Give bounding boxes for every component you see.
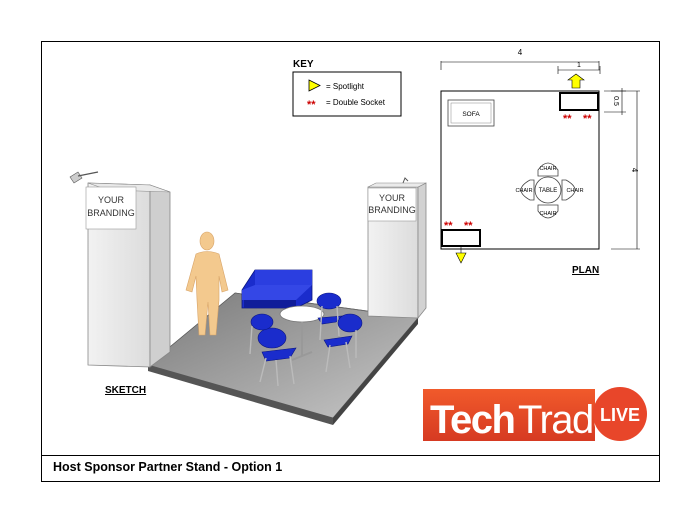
plan-width-dimension: 4 bbox=[518, 48, 523, 57]
logo-live: LIVE bbox=[600, 405, 640, 425]
right-branding-panel bbox=[367, 187, 417, 222]
plan-socket-top-right: ** bbox=[583, 113, 592, 125]
svg-text:CHAIR: CHAIR bbox=[539, 166, 556, 172]
chair bbox=[257, 327, 297, 387]
footer-divider bbox=[41, 455, 660, 456]
svg-text:SOFA: SOFA bbox=[462, 111, 480, 118]
techtrade-live-logo: Tech Trade LIVE bbox=[423, 387, 647, 442]
key-box: KEY = Spotlight ** = Double Socket bbox=[292, 59, 402, 117]
drawing-title: Host Sponsor Partner Stand - Option 1 bbox=[53, 460, 283, 474]
left-branding-line2: BRANDING bbox=[87, 208, 135, 218]
key-spotlight-label: = Spotlight bbox=[326, 82, 365, 91]
logo-live-circle bbox=[593, 387, 647, 441]
plan-view: 4 1 4 0.5 ** ** ** ** SOFA bbox=[440, 48, 640, 276]
logo-tech: Tech bbox=[430, 398, 514, 442]
plan-spotlight-bottom bbox=[455, 252, 467, 264]
sketch-label: SKETCH bbox=[105, 385, 146, 396]
right-spotlight-icon bbox=[402, 177, 409, 184]
plan-sofa: SOFA bbox=[447, 99, 495, 127]
plan-spotlight-bar-top bbox=[559, 92, 599, 111]
svg-text:CHAIR: CHAIR bbox=[515, 188, 532, 194]
plan-socket-bottom-right: ** bbox=[464, 220, 473, 232]
svg-text:TABLE: TABLE bbox=[539, 188, 558, 194]
sketch-view: YOUR BRANDING YOUR BRANDING bbox=[69, 171, 427, 425]
chair bbox=[249, 313, 274, 355]
plan-socket-top-left: ** bbox=[563, 113, 572, 125]
left-branding-line1: YOUR bbox=[98, 195, 125, 205]
sofa bbox=[241, 269, 313, 309]
plan-chair-top: CHAIR bbox=[537, 162, 559, 177]
right-branding-line1: YOUR bbox=[379, 193, 406, 203]
plan-depth-dimension: 4 bbox=[630, 168, 639, 173]
plan-socket-bottom-left: ** bbox=[444, 220, 453, 232]
chair bbox=[323, 313, 363, 373]
spotlight-width-dimension: 1 bbox=[577, 62, 581, 69]
left-branding-panel bbox=[85, 186, 137, 230]
plan-spotlight-top bbox=[567, 73, 585, 89]
plan-spotlight-bar-bottom bbox=[441, 229, 481, 247]
plan-table: TABLE bbox=[534, 176, 562, 204]
left-spotlight-icon bbox=[69, 171, 99, 184]
svg-text:CHAIR: CHAIR bbox=[566, 188, 583, 194]
left-tower-side bbox=[149, 184, 171, 368]
human-figure bbox=[185, 231, 229, 336]
plan-chair-bottom: CHAIR bbox=[537, 204, 559, 219]
drawing-frame bbox=[41, 41, 660, 482]
right-branding-line2: BRANDING bbox=[368, 205, 416, 215]
plan-chair-left: CHAIR bbox=[515, 179, 535, 201]
plan-label: PLAN bbox=[572, 265, 599, 276]
svg-text:CHAIR: CHAIR bbox=[539, 211, 556, 217]
double-socket-icon: ** bbox=[307, 99, 316, 111]
key-heading: KEY bbox=[293, 59, 314, 70]
floor-edge bbox=[148, 365, 333, 425]
key-socket-label: = Double Socket bbox=[326, 98, 386, 107]
table bbox=[279, 305, 325, 361]
right-tower-side bbox=[417, 182, 427, 320]
spotlight-icon bbox=[308, 79, 321, 92]
plan-chair-right: CHAIR bbox=[561, 179, 584, 201]
spotlight-depth-dimension: 0.5 bbox=[612, 96, 619, 106]
